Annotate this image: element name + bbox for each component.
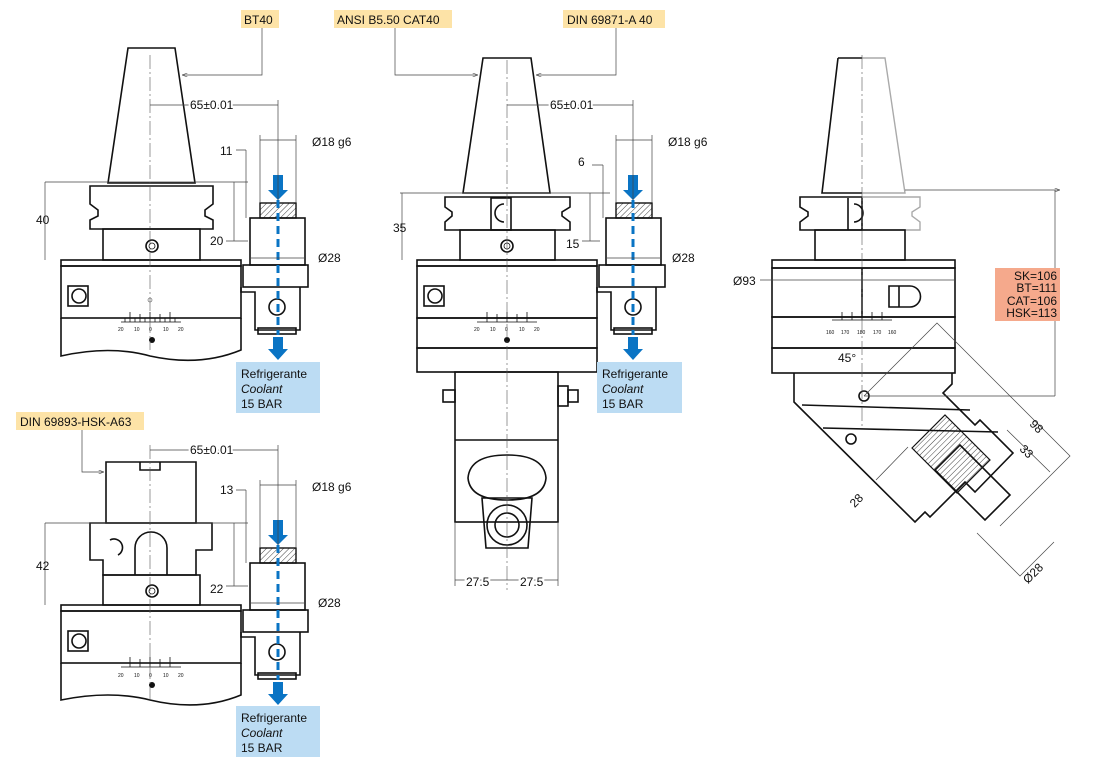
drawing-cat40: 20 10 0 10 20 65±0.01 Ø18 g6 Ø28 35 6 15… <box>393 57 708 591</box>
dim-35: 35 <box>393 221 407 235</box>
dim-dia28: Ø28 <box>1020 560 1046 586</box>
coolant-out-arrow-icon <box>268 337 288 360</box>
label-din69871: DIN 69871-A 40 <box>563 10 665 28</box>
height-cat: CAT=106 <box>1007 294 1057 308</box>
dim-head-dia: Ø93 <box>733 274 756 288</box>
scale-tick-label: 0 <box>149 327 152 333</box>
dim-center-offset: 65±0.01 <box>190 443 234 457</box>
dim-shank-dia: Ø18 g6 <box>312 135 352 149</box>
dim-22: 22 <box>210 582 224 596</box>
scale-ruler: 20 10 0 10 20 <box>118 312 184 333</box>
dim-13: 13 <box>220 483 234 497</box>
dim-98: 98 <box>1027 417 1047 437</box>
scale-tick-label: 20 <box>178 327 184 333</box>
coolant-line3: 15 BAR <box>241 397 283 411</box>
drawing-hsk: 20 10 0 10 20 65±0.01 Ø18 g6 Ø28 42 13 2… <box>36 441 352 757</box>
angle-tick-label: 160 <box>826 330 835 336</box>
height-bt: BT=111 <box>1016 281 1057 295</box>
height-sk: SK=106 <box>1014 269 1057 283</box>
label-cat40-text: ANSI B5.50 CAT40 <box>337 13 440 27</box>
angle-tick-label: 170 <box>873 330 882 336</box>
scale-tick-label: 10 <box>163 327 169 333</box>
dim-body-dia: Ø28 <box>318 251 341 265</box>
angle-tick-label: 160 <box>888 330 897 336</box>
scale-tick-label: 10 <box>134 327 140 333</box>
scale-tick-label: 20 <box>178 673 184 679</box>
scale-tick-label: 10 <box>134 673 140 679</box>
coolant-line2: Coolant <box>241 726 283 740</box>
coolant-line1: Refrigerante <box>602 367 668 381</box>
coolant-line1: Refrigerante <box>241 367 307 381</box>
dim-half-width-left: 27.5 <box>466 575 490 589</box>
coolant-out-arrow-icon <box>268 682 288 705</box>
dim-body-dia: Ø28 <box>672 251 695 265</box>
scale-tick-label: 20 <box>534 327 540 333</box>
label-bt40-text: BT40 <box>244 13 273 27</box>
scale-tick-label: 10 <box>519 327 525 333</box>
dim-20: 20 <box>210 234 224 248</box>
dim-15: 15 <box>566 237 580 251</box>
dim-33: 33 <box>1017 442 1037 462</box>
dim-angle: 45° <box>838 351 856 365</box>
dim-center-offset: 65±0.01 <box>190 98 234 112</box>
coolant-label-3: Refrigerante Coolant 15 BAR <box>236 706 320 757</box>
coolant-label-1: Refrigerante Coolant 15 BAR <box>236 362 320 413</box>
coolant-line2: Coolant <box>602 382 644 396</box>
drawing-angle-head: 160 170 180 170 160 Ø93 45° 98 33 28 Ø28… <box>733 55 1071 586</box>
height-hsk: HSK=113 <box>1006 306 1057 320</box>
scale-tick-label: 10 <box>490 327 496 333</box>
scale-tick-label: 10 <box>163 673 169 679</box>
dim-42: 42 <box>36 559 50 573</box>
coolant-line3: 15 BAR <box>241 741 283 755</box>
angle-tick-label: 180 <box>857 330 866 336</box>
label-cat40: ANSI B5.50 CAT40 <box>334 10 452 28</box>
coolant-out-arrow-icon <box>623 337 643 360</box>
label-din69871-text: DIN 69871-A 40 <box>567 13 653 27</box>
dim-28: 28 <box>847 491 867 511</box>
dim-11: 11 <box>220 144 233 158</box>
scale-tick-label: 20 <box>118 327 124 333</box>
height-table: SK=106 BT=111 CAT=106 HSK=113 <box>995 268 1060 321</box>
coolant-label-2: Refrigerante Coolant 15 BAR <box>597 362 682 413</box>
coolant-line1: Refrigerante <box>241 711 307 725</box>
dim-center-offset: 65±0.01 <box>550 98 594 112</box>
dim-shank-dia: Ø18 g6 <box>312 480 352 494</box>
scale-tick-label: 20 <box>474 327 480 333</box>
label-bt40: BT40 <box>241 10 279 28</box>
dim-half-width-right: 27.5 <box>520 575 544 589</box>
scale-tick-label: 20 <box>118 673 124 679</box>
scale-tick-label: 0 <box>149 673 152 679</box>
dim-6: 6 <box>578 155 585 169</box>
coolant-line3: 15 BAR <box>602 397 644 411</box>
dim-40: 40 <box>36 213 50 227</box>
label-hsk-text: DIN 69893-HSK-A63 <box>20 415 132 429</box>
coolant-line2: Coolant <box>241 382 283 396</box>
dim-body-dia: Ø28 <box>318 596 341 610</box>
angle-tick-label: 170 <box>841 330 850 336</box>
drawing-bt40: 20 10 0 10 20 65±0.01 Ø18 g6 Ø28 40 11 2… <box>36 47 352 413</box>
dim-shank-dia: Ø18 g6 <box>668 135 708 149</box>
scale-tick-label: 0 <box>505 327 508 333</box>
label-hsk: DIN 69893-HSK-A63 <box>16 412 144 430</box>
